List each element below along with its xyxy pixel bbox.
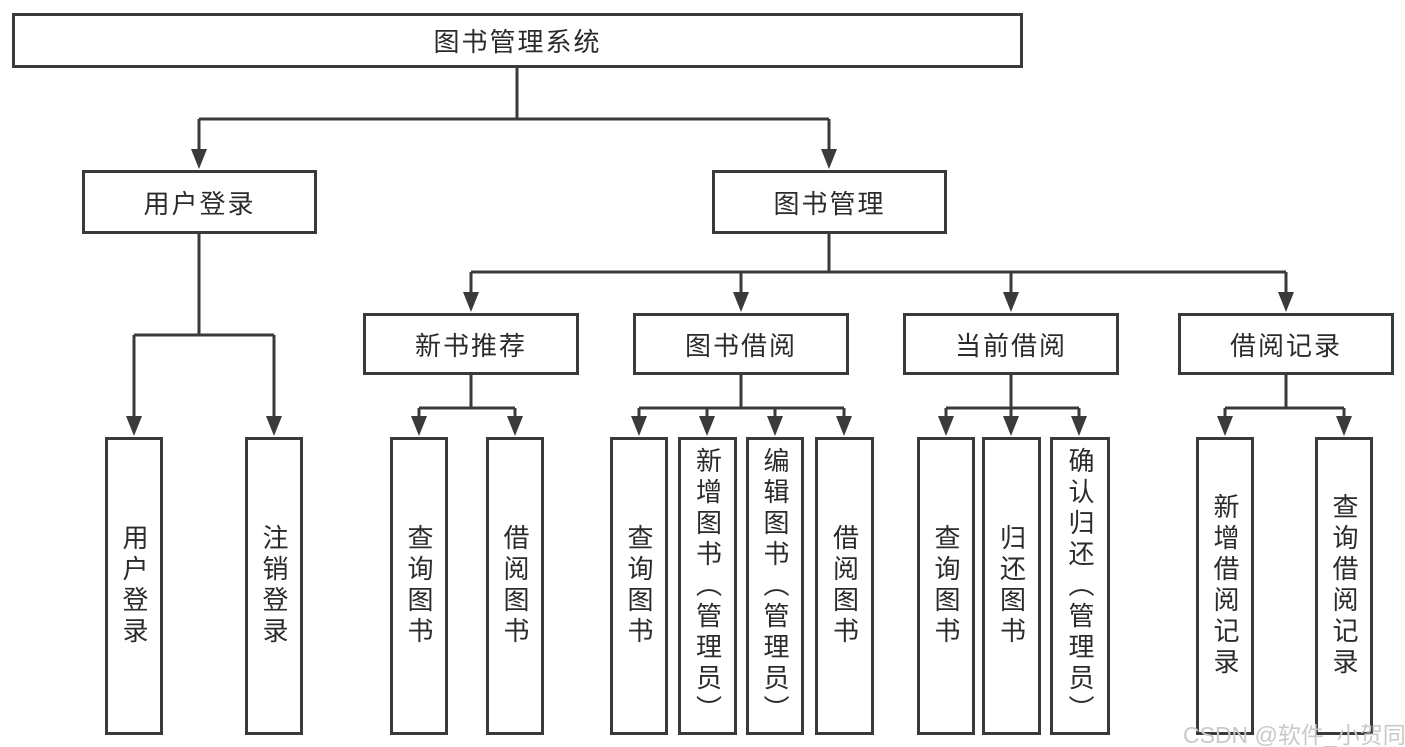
node-label: 查询借阅记录 (1329, 493, 1359, 679)
leaf-user-login: 用户登录 (105, 437, 163, 735)
leaf-logout: 注销登录 (245, 437, 303, 735)
node-label: 归还图书 (996, 524, 1027, 648)
connector-book-management-to-level2 (469, 233, 1288, 294)
node-label: 借阅记录 (1229, 330, 1342, 361)
node-label: 注销登录 (259, 524, 289, 648)
node-label: 用户登录 (119, 524, 149, 648)
leaf-edit-book-admin: 编辑图书（管理员） (746, 437, 804, 735)
node-current-borrowing: 当前借阅 (903, 313, 1119, 375)
node-label: 新增图书（管理员） (692, 446, 723, 726)
node-book-management: 图书管理 (712, 170, 947, 234)
leaf-add-borrow-record: 新增借阅记录 (1196, 437, 1254, 735)
node-borrowing-records: 借阅记录 (1178, 313, 1394, 375)
leaf-return-books: 归还图书 (982, 437, 1041, 735)
leaf-query-books-3: 查询图书 (917, 437, 975, 735)
connector-new-book-to-leaves (417, 374, 517, 418)
node-label: 查询图书 (931, 524, 961, 648)
leaf-add-book-admin: 新增图书（管理员） (678, 437, 737, 735)
csdn-watermark: CSDN @软件_小贺同学 (1183, 722, 1405, 747)
node-label: 查询图书 (624, 524, 654, 648)
leaf-query-books-1: 查询图书 (390, 437, 448, 735)
node-label: 借阅图书 (829, 524, 860, 648)
leaf-borrow-books-2: 借阅图书 (815, 437, 874, 735)
node-label: 图书管理 (773, 188, 886, 219)
node-label: 查询图书 (404, 524, 434, 648)
node-user-login: 用户登录 (82, 170, 317, 234)
connector-book-borrowing-to-leaves (637, 374, 846, 418)
connector-current-borrowing-to-leaves (944, 374, 1081, 418)
node-label: 新书推荐 (414, 330, 527, 361)
arrowheads (126, 149, 1352, 436)
node-label: 借阅图书 (500, 524, 530, 648)
node-library-management-system: 图书管理系统 (12, 13, 1023, 68)
node-label: 当前借阅 (954, 330, 1067, 361)
node-book-borrowing: 图书借阅 (633, 313, 849, 375)
leaf-confirm-return-admin: 确认归还（管理员） (1050, 437, 1110, 735)
node-label: 新增借阅记录 (1210, 493, 1240, 679)
node-label: 图书管理系统 (433, 27, 602, 57)
leaf-query-books-2: 查询图书 (610, 437, 668, 735)
node-label: 确认归还（管理员） (1065, 446, 1095, 726)
node-new-book-recommendation: 新书推荐 (363, 313, 579, 375)
connector-user-login-to-leaves (132, 233, 276, 418)
connector-root-to-level1 (197, 68, 831, 151)
node-label: 用户登录 (143, 188, 256, 219)
node-label: 编辑图书（管理员） (760, 446, 790, 726)
node-label: 图书借阅 (684, 330, 797, 361)
connector-borrow-records-to-leaves (1223, 374, 1346, 418)
leaf-query-borrow-record: 查询借阅记录 (1315, 437, 1373, 735)
leaf-borrow-books-1: 借阅图书 (486, 437, 544, 735)
